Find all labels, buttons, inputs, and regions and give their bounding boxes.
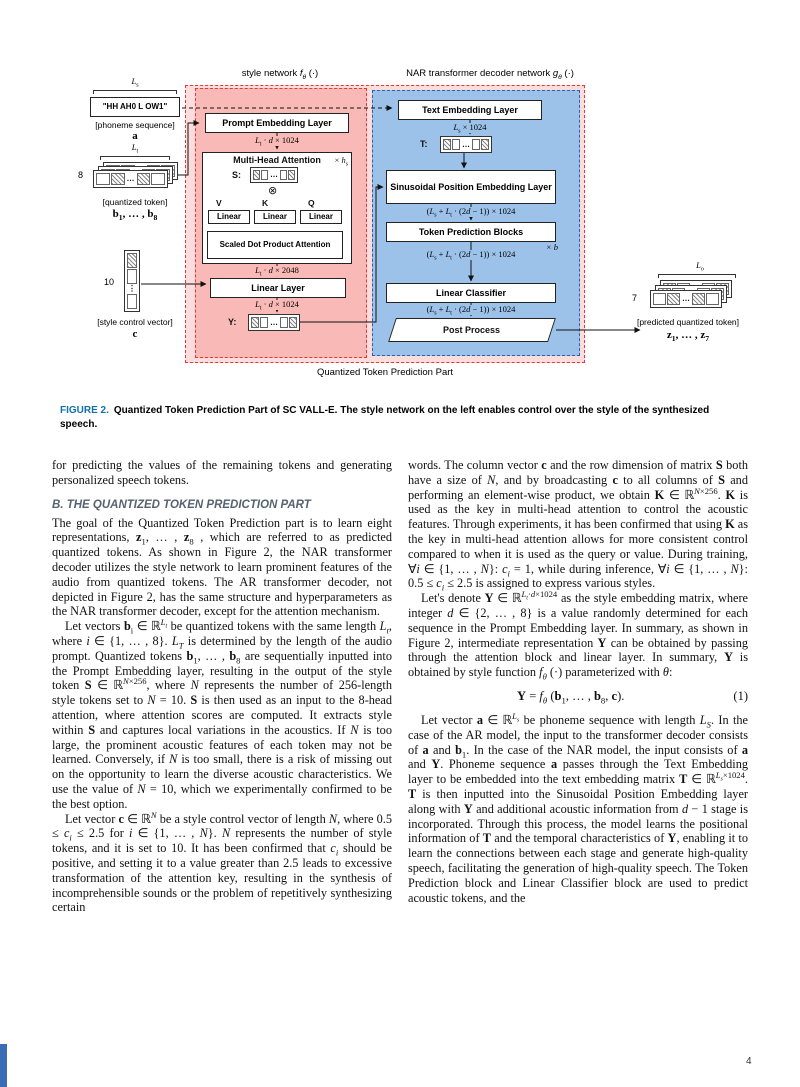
paragraph-3: Let vector c ∈ ℝN be a style control vec…	[52, 809, 392, 915]
y-matrix-grid: …	[248, 314, 300, 331]
figure-caption-text: Quantized Token Prediction Part of SC VA…	[60, 405, 710, 430]
two-column-body: for predicting the values of the remaini…	[52, 458, 748, 915]
style-control-vector-cells: ⋮	[124, 250, 140, 312]
y-matrix-label: Y:	[228, 317, 237, 327]
equation-body: Y = fθ (b1, … , b8, c).	[517, 688, 625, 706]
dim-label-classifier-out: (Ls + Lt · (2d − 1)) × 1024	[381, 304, 561, 317]
equation-1: Y = fθ (b1, … , b8, c). (1)	[408, 688, 748, 706]
mha-heads-label: × hs	[334, 155, 348, 168]
qt-caption: [quantized token]	[102, 197, 168, 207]
figure-2-diagram: style network fθ (·) NAR transformer dec…	[60, 65, 750, 387]
s-matrix-label: S:	[232, 170, 241, 180]
nar-network-header: NAR transformer decoder network gθ (·)	[406, 68, 574, 81]
s-matrix-grid: …	[250, 167, 298, 183]
linear-v-node: Linear	[208, 210, 250, 224]
figure-caption-label: FIGURE 2.	[60, 405, 109, 416]
prompt-embedding-layer-node: Prompt Embedding Layer	[205, 113, 349, 133]
qt-length-label: Lt	[131, 142, 139, 155]
query-label: Q	[307, 198, 316, 208]
paragraph-2: Let vectors bi ∈ ℝLt be quantized tokens…	[52, 617, 392, 811]
figure-bottom-label: Quantized Token Prediction Part	[316, 367, 454, 378]
linear-q-node: Linear	[300, 210, 342, 224]
section-heading-b: B. THE QUANTIZED TOKEN PREDICTION PART	[52, 498, 311, 511]
dim-label-linear-out: Lt · d × 1024	[212, 299, 342, 312]
text-embedding-layer-node: Text Embedding Layer	[398, 100, 542, 120]
paragraph-4: words. The column vector c and the row d…	[408, 458, 749, 593]
dim-label-blocks-out: (Ls + Lt · (2d − 1)) × 1024	[381, 249, 561, 262]
paragraph-6: Let vector a ∈ ℝLs be phoneme sequence w…	[408, 710, 748, 905]
key-label: K	[261, 198, 270, 208]
sinusoidal-position-embedding-node: Sinusoidal Position Embedding Layer	[386, 170, 556, 204]
phoneme-sequence-box: "HH AH0 L OW1"	[90, 97, 180, 117]
figure-caption: FIGURE 2.Quantized Token Prediction Part…	[60, 404, 744, 432]
phoneme-length-bracket	[93, 90, 177, 94]
value-label: V	[215, 198, 223, 208]
post-process-node: Post Process	[388, 318, 556, 342]
paragraph-5: Let's denote Y ∈ ℝLt·d×1024 as the style…	[408, 589, 748, 682]
paragraph-intro: for predicting the values of the remaini…	[52, 458, 392, 487]
dim-label-text-out: Ls × 1024	[410, 122, 530, 135]
output-var: z1, … , z7	[666, 329, 710, 344]
sc-caption: [style control vector]	[97, 317, 173, 327]
t-matrix-label: T:	[420, 139, 428, 149]
phoneme-caption: [phoneme sequence]	[95, 120, 175, 130]
qt-count: 8	[78, 170, 84, 180]
quantized-token-stack: … … …	[93, 162, 179, 192]
predicted-token-stack: … … …	[650, 280, 736, 312]
dim-label-sinusoidal-out: (Ls + Lt · (2d − 1)) × 1024	[381, 206, 561, 219]
page-number: 4	[746, 1056, 752, 1067]
qt-var: b1, … , b8	[112, 208, 158, 223]
paragraph-1: The goal of the Quantized Token Predicti…	[52, 515, 392, 619]
equation-number: (1)	[733, 688, 748, 703]
token-prediction-blocks-node: Token Prediction Blocks	[386, 222, 556, 242]
style-network-header: style network fθ (·)	[241, 68, 319, 81]
output-length-label: Lo	[696, 260, 704, 273]
sc-count: 10	[104, 277, 115, 287]
sc-var: c	[132, 328, 138, 340]
output-length-bracket	[658, 274, 736, 278]
mha-title: Multi-Head Attention	[233, 155, 321, 165]
output-count: 7	[632, 293, 638, 303]
t-matrix-grid: …	[440, 136, 492, 153]
left-column: for predicting the values of the remaini…	[52, 458, 392, 915]
phoneme-length-label: Ls	[131, 76, 139, 89]
dim-label-prompt-out: Lt · d × 1024	[212, 135, 342, 148]
phoneme-var: a	[132, 130, 138, 142]
linear-k-node: Linear	[254, 210, 296, 224]
output-caption: [predicted quantized token]	[636, 317, 740, 327]
elementwise-product-icon: ⊗	[268, 184, 278, 197]
qt-length-bracket	[100, 156, 170, 160]
linear-classifier-node: Linear Classifier	[386, 283, 556, 303]
scaled-dot-product-attention-node: Scaled Dot Product Attention	[207, 231, 343, 259]
page-corner-accent	[0, 1044, 7, 1087]
token-prediction-repeat-label: × b	[545, 242, 558, 252]
dim-label-attention-out: Lt · d × 2048	[212, 265, 342, 278]
right-column: words. The column vector c and the row d…	[408, 458, 748, 915]
linear-layer-node: Linear Layer	[210, 278, 346, 298]
